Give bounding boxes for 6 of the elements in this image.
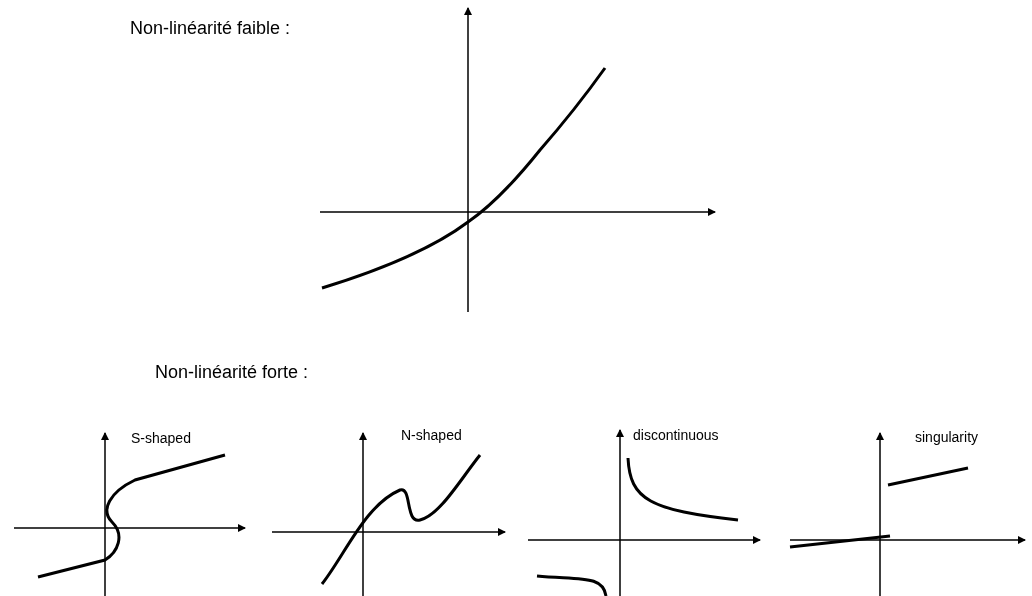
curve-label: singularity bbox=[915, 429, 979, 445]
section-heading: Non-linéarité faible : bbox=[130, 18, 291, 39]
curve-label: N-shaped bbox=[401, 427, 462, 443]
section-heading: Non-linéarité forte : bbox=[155, 362, 309, 383]
curve-label: S-shaped bbox=[131, 430, 191, 446]
curve-label: discontinuous bbox=[633, 427, 719, 443]
